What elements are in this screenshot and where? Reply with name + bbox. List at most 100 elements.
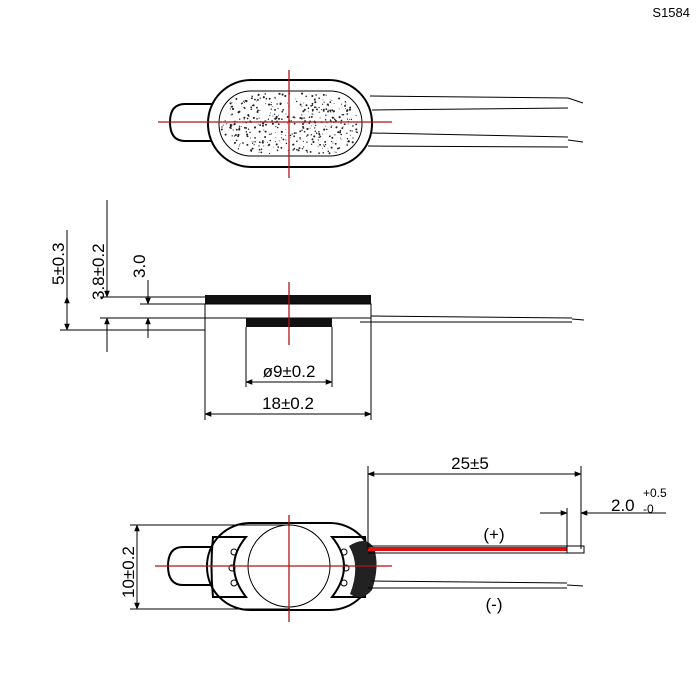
speckle-dot: [329, 109, 332, 112]
speckle-dot: [349, 130, 352, 132]
speckle-dot: [261, 141, 264, 144]
speckle-dot: [341, 113, 344, 116]
speckle-dot: [293, 147, 296, 150]
speckle-dot: [229, 126, 232, 129]
speckle-dot: [340, 119, 343, 122]
speckle-dot: [258, 117, 260, 119]
speckle-dot: [333, 118, 336, 121]
speckle-dot: [231, 135, 233, 137]
speckle-dot: [349, 106, 352, 109]
speckle-dot: [301, 147, 304, 150]
speckle-dot: [302, 110, 305, 113]
speckle-dot: [334, 119, 337, 122]
speckle-dot: [259, 109, 261, 112]
speckle-dot: [344, 104, 346, 107]
speckle-dot: [325, 94, 327, 96]
speckle-dot: [323, 101, 325, 103]
speckle-dot: [322, 99, 324, 101]
speckle-dot: [310, 143, 313, 145]
top-wire-upper-tip: [567, 97, 584, 104]
speckle-dot: [291, 133, 293, 135]
speckle-dot: [331, 140, 333, 143]
speckle-dot: [230, 114, 232, 116]
speckle-dot: [312, 113, 314, 115]
speckle-dot: [331, 100, 333, 101]
speckle-dot: [282, 109, 284, 111]
speckle-dot: [244, 99, 247, 102]
speckle-dot: [259, 145, 260, 147]
speckle-dot: [301, 92, 304, 95]
speckle-dot: [251, 140, 253, 142]
left-pad-hole-1: [230, 548, 238, 556]
speckle-dot: [244, 107, 246, 109]
speckle-dot: [260, 151, 263, 154]
speckle-dot: [329, 101, 332, 103]
speckle-dot: [327, 110, 329, 113]
speckle-dot: [347, 123, 349, 125]
speckle-dot: [238, 125, 241, 127]
speckle-dot: [279, 118, 280, 120]
speckle-dot: [310, 134, 313, 136]
speckle-dot: [308, 116, 311, 118]
speckle-dot: [329, 135, 331, 138]
speckle-dot: [229, 102, 232, 105]
speckle-dot: [231, 107, 235, 111]
speckle-dot: [319, 117, 321, 119]
speckle-dot: [343, 123, 346, 126]
solder-blob: [349, 540, 377, 598]
speckle-dot: [276, 103, 278, 105]
positive-wire-strip: [566, 545, 585, 554]
speckle-dot: [317, 145, 319, 147]
speckle-dot: [274, 141, 276, 143]
speckle-dot: [326, 103, 329, 106]
negative-label: (-): [486, 595, 503, 614]
speckle-dot: [296, 140, 298, 142]
top-membrane: [218, 90, 363, 157]
speckle-dot: [323, 108, 325, 111]
front-body: [204, 303, 372, 319]
speckle-dot: [332, 142, 334, 144]
speckle-dot: [258, 151, 260, 153]
speckle-dot: [331, 109, 334, 112]
speckle-dot: [299, 137, 301, 139]
speckle-dot: [270, 108, 272, 110]
speckle-dot: [252, 104, 255, 107]
left-pad-hole-3: [230, 579, 238, 587]
speckle-dot: [322, 144, 324, 146]
negative-wire-edge-top: [371, 580, 568, 584]
speckle-dot: [275, 136, 277, 138]
speckle-dot: [284, 94, 287, 98]
speckle-dot: [322, 133, 324, 135]
speckle-dot: [311, 94, 314, 98]
speckle-dot: [271, 106, 273, 107]
speckle-dot: [292, 149, 295, 151]
speckle-dot: [315, 132, 318, 135]
speckle-dot: [267, 118, 270, 120]
speckle-dot: [235, 139, 238, 142]
speckle-dot: [259, 124, 262, 127]
speckle-dot: [249, 131, 251, 134]
speckle-dot: [240, 125, 242, 128]
speckle-dot: [224, 120, 226, 122]
speckle-dot: [325, 114, 327, 116]
speckle-dot: [342, 113, 345, 116]
speckle-dot: [276, 149, 279, 152]
speckle-dot: [336, 147, 339, 150]
speckle-dot: [273, 113, 276, 116]
speckle-dot: [281, 118, 283, 120]
speckle-dot: [306, 151, 308, 153]
speckle-dot: [266, 142, 268, 144]
bottom-view: (+) (-) 25±5 2.0 +0.5 -0 10±0.2: [119, 454, 667, 622]
speckle-dot: [298, 147, 301, 150]
positive-label: (+): [483, 525, 504, 544]
speckle-dot: [259, 97, 261, 99]
speckle-dot: [295, 100, 298, 103]
speckle-dot: [224, 133, 227, 136]
speckle-dot: [235, 98, 238, 100]
dim-diameter: ø9±0.2: [263, 362, 316, 381]
speckle-dot: [264, 130, 267, 133]
speckle-dot: [340, 122, 342, 124]
speckle-dot: [299, 130, 302, 133]
speckle-dot: [258, 141, 261, 144]
speckle-dot: [263, 96, 265, 98]
